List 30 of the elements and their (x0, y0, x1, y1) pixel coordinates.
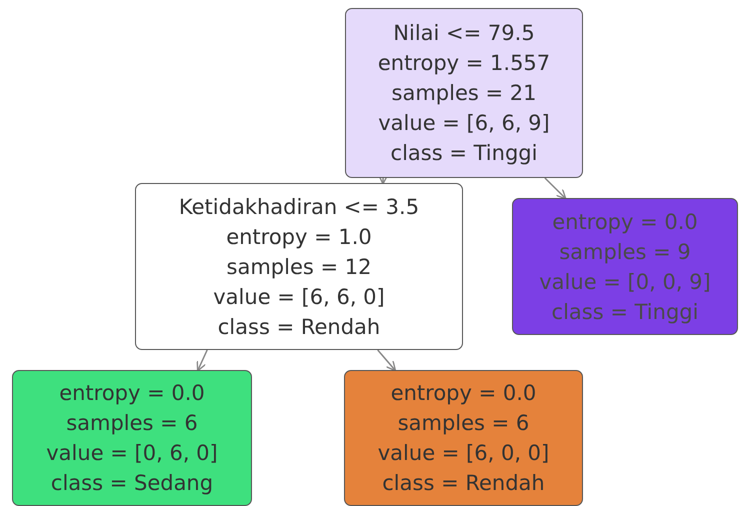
node-text: samples = 12 (226, 254, 372, 280)
node-text: samples = 21 (392, 80, 536, 107)
arrow (544, 177, 566, 200)
tree-node-box (12, 370, 252, 506)
arrow (377, 350, 396, 372)
node-text: class = Tinggi (552, 298, 698, 326)
node-text: entropy = 0.0 (552, 208, 698, 236)
node-text: value = [6, 0, 0] (378, 440, 550, 467)
node-text: Nilai <= 79.5 (393, 20, 535, 47)
node-text: entropy = 0.0 (390, 380, 536, 407)
node-text: Ketidakhadiran <= 3.5 (178, 194, 420, 220)
node-text: class = Sedang (50, 470, 214, 497)
node-text: samples = 6 (398, 410, 530, 437)
tree-node-box (345, 8, 583, 178)
node-text: entropy = 1.0 (226, 224, 372, 250)
node-text: samples = 6 (66, 410, 198, 437)
node-text: class = Rendah (218, 314, 380, 340)
node-text: entropy = 1.557 (378, 50, 550, 77)
node-text: class = Rendah (382, 470, 545, 497)
node-text: value = [0, 0, 9] (539, 268, 711, 296)
node-text: class = Tinggi (390, 140, 538, 167)
tree-node-box (344, 370, 583, 506)
node-text: entropy = 0.0 (59, 380, 205, 407)
node-text: value = [0, 6, 0] (46, 440, 218, 467)
tree-node-box (512, 198, 738, 335)
node-text: samples = 9 (559, 238, 691, 266)
tree-node-box (135, 183, 463, 350)
node-text: value = [6, 6, 9] (378, 110, 550, 137)
node-text: value = [6, 6, 0] (213, 284, 385, 310)
arrow (196, 350, 208, 372)
